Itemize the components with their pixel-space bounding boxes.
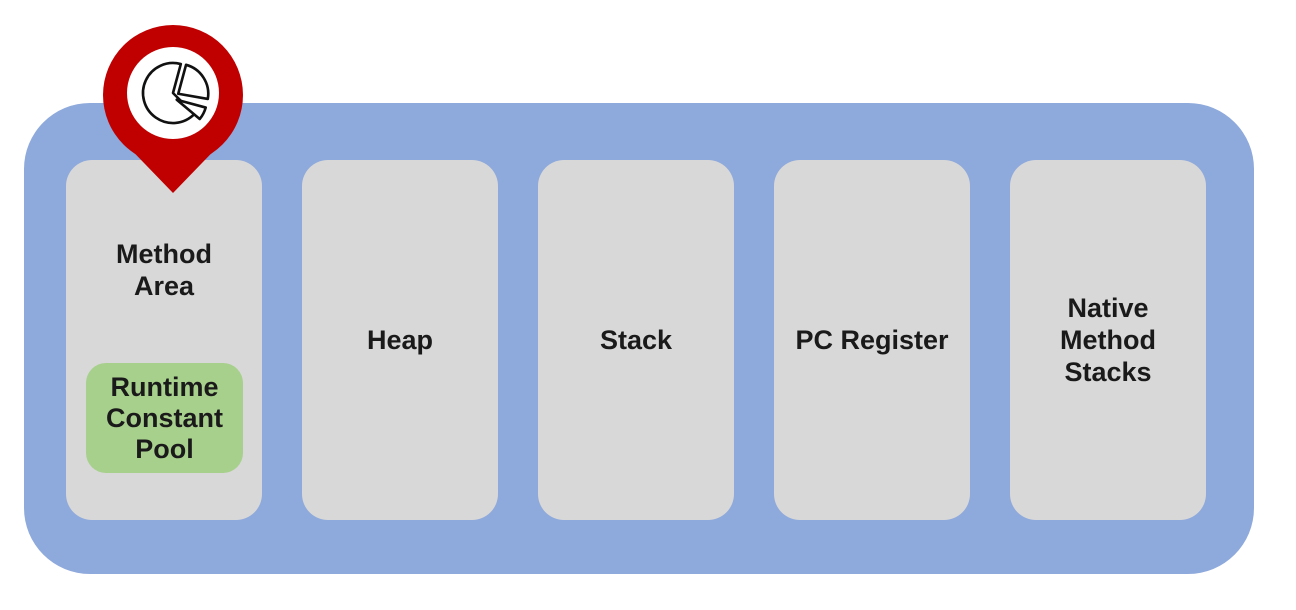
runtime-data-area-container: Method Area Runtime Constant Pool Heap S… (24, 103, 1254, 574)
location-pin-icon (103, 25, 243, 193)
pie-pulled-slice (176, 63, 210, 101)
method-area-label: Method Area (116, 239, 212, 301)
pie-main-slice (141, 61, 196, 125)
box-heap: Heap (302, 160, 498, 520)
box-method-area: Method Area Runtime Constant Pool (66, 160, 262, 520)
box-native-method-stacks: Native Method Stacks (1010, 160, 1206, 520)
stack-label: Stack (599, 325, 673, 355)
pie-chart-icon (141, 61, 210, 125)
runtime-constant-pool-label: Runtime Constant Pool (106, 371, 223, 464)
box-stack: Stack (538, 160, 734, 520)
heap-label: Heap (366, 325, 434, 355)
pie-sliver-slice (175, 98, 208, 121)
location-pin-marker (100, 25, 246, 195)
box-pc-register: PC Register (774, 160, 970, 520)
box-runtime-constant-pool: Runtime Constant Pool (86, 363, 243, 473)
pc-register-label: PC Register (795, 325, 949, 355)
native-method-stacks-label: Native Method Stacks (1060, 293, 1156, 387)
